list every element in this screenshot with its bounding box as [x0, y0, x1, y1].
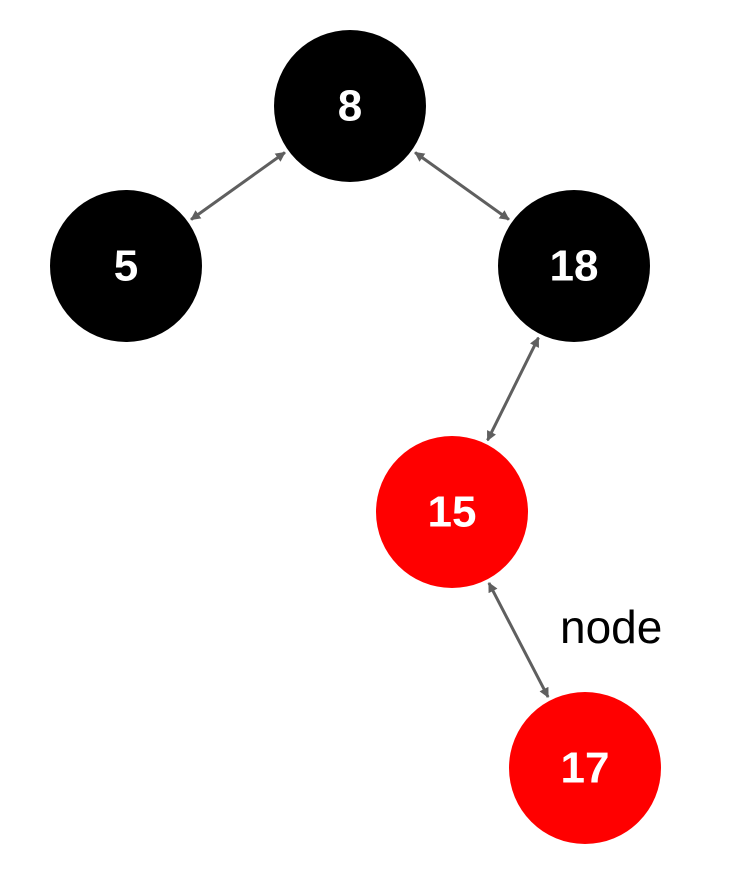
- edge-n8-n18: [414, 151, 510, 221]
- edge-n15-n17: [487, 582, 550, 698]
- node-label-17: 17: [561, 744, 610, 793]
- edge-n8-n5: [190, 151, 286, 221]
- node-label-15: 15: [428, 488, 477, 537]
- node-circle-18: [498, 190, 650, 342]
- tree-node-17: 17: [509, 692, 661, 844]
- node-circle-17: [509, 692, 661, 844]
- node-annotation-label: node: [560, 601, 662, 653]
- tree-node-5: 5: [50, 190, 202, 342]
- node-label-5: 5: [114, 242, 138, 291]
- node-circle-5: [50, 190, 202, 342]
- tree-node-15: 15: [376, 436, 528, 588]
- node-label-8: 8: [338, 82, 362, 131]
- tree-node-18: 18: [498, 190, 650, 342]
- edge-n18-n15: [486, 336, 540, 442]
- tree-node-8: 8: [274, 30, 426, 182]
- nodes-layer: 8 5 18 15 17: [50, 30, 661, 844]
- node-circle-8: [274, 30, 426, 182]
- node-label-18: 18: [550, 242, 599, 291]
- edges-layer: [190, 151, 550, 698]
- node-circle-15: [376, 436, 528, 588]
